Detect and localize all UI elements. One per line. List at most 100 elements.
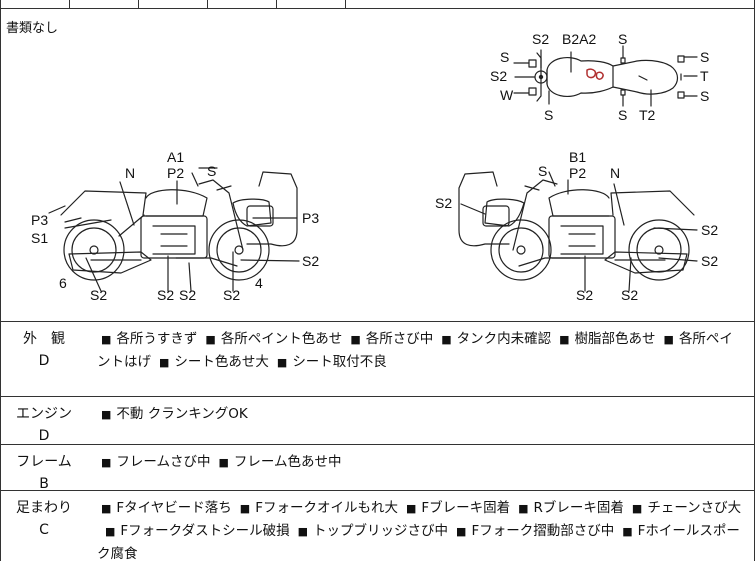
bullet-square-icon: ■ [239,502,251,515]
bullet-square-icon: ■ [205,333,216,346]
category-grade: D [38,353,50,369]
label-s2: S2 [223,287,240,303]
label-s: S [500,49,509,65]
condition-items: ■ フレームさび中 ■ フレーム色あせ中 [97,451,742,474]
condition-item: 各所さび中 [365,331,434,347]
label-s: S [618,107,627,123]
condition-item: シート取付不良 [292,354,387,370]
category-name: 足まわり [16,500,72,516]
category-grade: B [39,476,49,492]
category-name: 外 観 [23,331,65,347]
condition-item: チェーンさび大 [647,500,742,516]
label-p3: P3 [302,210,319,226]
condition-item: トップブリッジさび中 [313,523,449,539]
bullet-square-icon: ■ [631,502,643,515]
bullet-square-icon: ■ [405,502,417,515]
bullet-square-icon: ■ [456,525,467,538]
condition-items: ■ 各所うすきず ■ 各所ペイント色あせ ■ 各所さび中 ■ タンク内未確認 ■ 樹脂部色あせ ■各… [97,328,742,374]
bullet-square-icon: ■ [518,502,529,515]
condition-item: Rブレーキ固着 [533,500,624,516]
label-s2: S2 [302,253,319,269]
label-s: S [544,107,553,123]
label-s2: S2 [179,287,196,303]
condition-items: ■Fタイヤビード落ち■Fフォークオイルもれ大■Fブレーキ固着■Rブレーキ固着■チ… [97,497,742,565]
bullet-square-icon: ■ [559,333,570,346]
condition-item: Fブレーキ固着 [421,500,511,516]
label-s1: S1 [31,230,48,246]
bullet-square-icon: ■ [276,356,288,369]
bullet-square-icon: ■ [350,333,361,346]
bullet-square-icon: ■ [441,333,452,346]
bullet-square-icon: ■ [101,333,112,346]
top-view-labels: S S2 B2A2 S S2 W S S T2 S T S [490,31,709,123]
label-s2: S2 [490,68,507,84]
label-4: 4 [255,275,263,291]
left-side-view-outline [458,171,698,292]
label-s2: S2 [701,253,718,269]
label-s2: S2 [90,287,107,303]
bullet-square-icon: ■ [663,333,674,346]
label-a1: A1 [167,149,184,165]
category-grade: C [39,522,49,538]
condition-item: 不動 クランキングOK [116,406,248,422]
condition-item: Fフォーク摺動部さび中 [471,523,615,539]
category-name: フレーム [16,454,72,470]
label-s2: S2 [621,287,638,303]
bullet-square-icon: ■ [105,525,116,538]
label-n: N [125,165,135,181]
condition-row-suspension: 足まわり C ■Fタイヤビード落ち■Fフォークオイルもれ大■Fブレーキ固着■Rブ… [0,491,755,562]
top-view-outline [513,45,698,107]
label-n: N [610,165,620,181]
condition-item: タンク内未確認 [456,331,552,347]
condition-item: フレーム色あせ中 [233,454,342,470]
condition-row-engine: エンジン D ■ 不動 クランキングOK [0,397,755,445]
condition-item: Fホイールスポーク腐食 [97,523,740,562]
condition-item: 各所ペイントはげ [97,331,733,370]
label-t: T [700,68,709,84]
condition-item: 樹脂部色あせ [574,331,656,347]
damage-diagram-panel: 書類なし [0,8,755,322]
label-p2: P2 [167,165,184,181]
label-p2: P2 [569,165,586,181]
left-side-view-labels: B1 P2 S N S2 S2 S2 S2 S2 [435,149,718,303]
bullet-square-icon: ■ [101,408,112,421]
label-s2: S2 [532,31,549,47]
label-s: S [700,49,709,65]
label-w: W [500,87,514,103]
condition-item: Fタイヤビード落ち [116,500,232,516]
condition-items: ■ 不動 クランキングOK [97,403,742,426]
condition-item: フレームさび中 [116,454,211,470]
label-b2a2: B2A2 [562,31,596,47]
motorcycle-damage-diagram: S S2 B2A2 S S2 W S S T2 S T S A1 P2 S N … [31,31,718,303]
label-t2: T2 [639,107,656,123]
bullet-square-icon: ■ [622,525,633,538]
condition-item: シート色あせ大 [174,354,269,370]
category-grade: D [38,428,50,444]
label-6: 6 [59,275,67,291]
bullet-square-icon: ■ [218,456,229,469]
label-s: S [700,88,709,104]
condition-item: 各所ペイント色あせ [220,331,343,347]
label-s: S [618,31,627,47]
bullet-square-icon: ■ [101,502,112,515]
condition-row-exterior: 外 観 D ■ 各所うすきず ■ 各所ペイント色あせ ■ 各所さび中 ■ タンク内未確認 ■ 樹脂… [0,322,755,397]
label-s2: S2 [701,222,718,238]
bullet-square-icon: ■ [297,525,309,538]
condition-item: 各所うすきず [116,331,198,347]
condition-item: Fフォークダストシール破損 [120,523,290,539]
paper-note: 書類なし [6,21,59,36]
label-s2: S2 [157,287,174,303]
label-s2: S2 [576,287,593,303]
condition-item: Fフォークオイルもれ大 [255,500,398,516]
category-name: エンジン [16,406,72,422]
condition-row-frame: フレーム B ■ フレームさび中 ■ フレーム色あせ中 [0,445,755,492]
label-p3: P3 [31,212,48,228]
right-side-view-labels: A1 P2 S N P3 S1 P3 S2 6 S2 S2 S2 S2 4 [31,149,319,303]
bullet-square-icon: ■ [101,456,112,469]
right-side-view-outline [48,167,300,292]
bullet-square-icon: ■ [159,356,170,369]
label-b1: B1 [569,149,586,165]
label-s: S [538,163,547,179]
label-s: S [207,163,216,179]
